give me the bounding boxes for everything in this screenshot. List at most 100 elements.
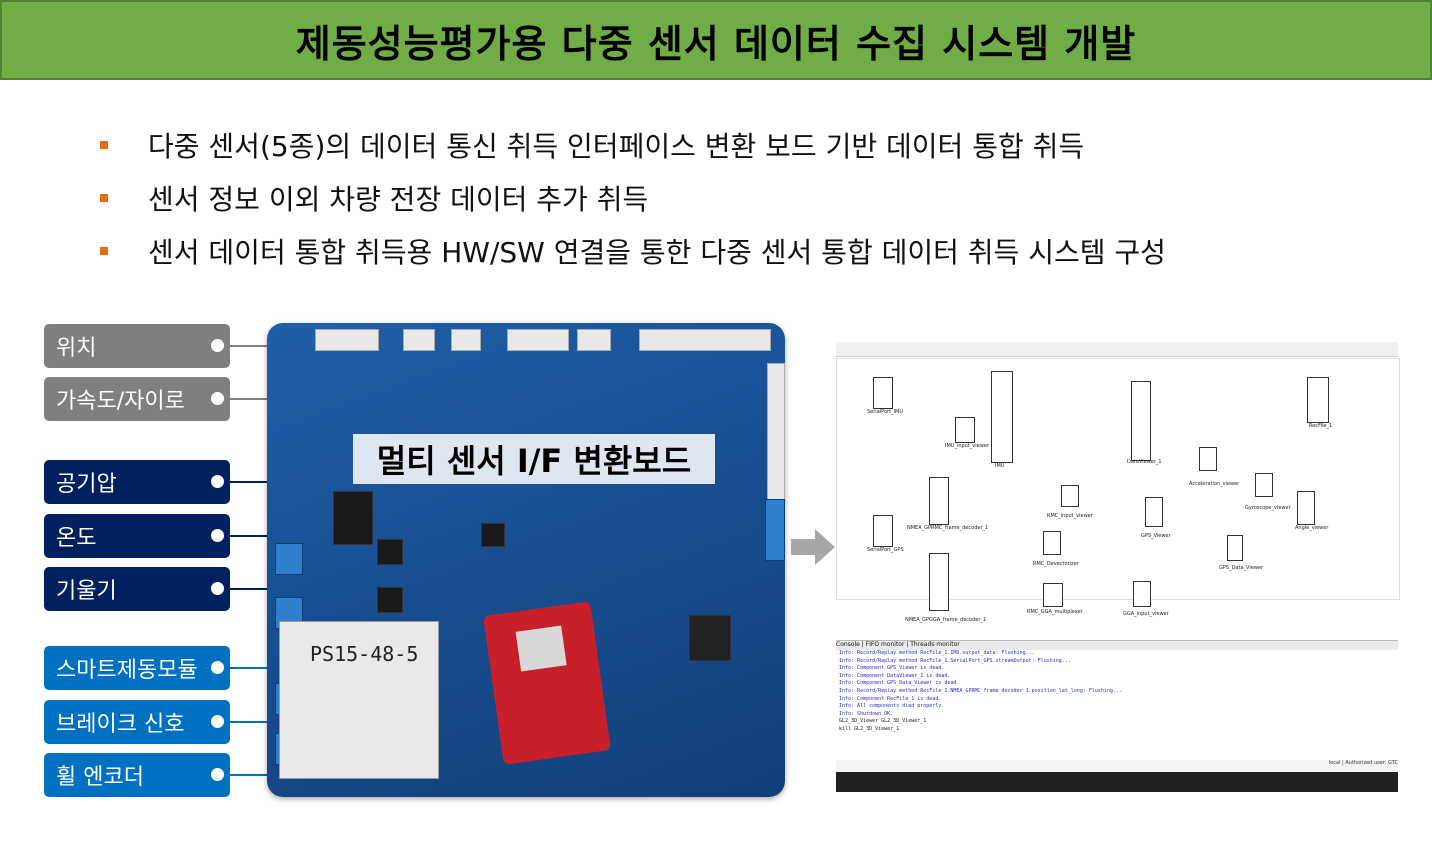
connector-line bbox=[230, 535, 270, 537]
block-gps-viewer[interactable] bbox=[1145, 497, 1163, 527]
page-title: 제동성능평가용 다중 센서 데이터 수집 시스템 개발 bbox=[295, 21, 1137, 66]
sensor-tag-tilt: 기울기 bbox=[44, 567, 230, 611]
console-tabs[interactable]: Console | FIFO monitor | Threads monitor bbox=[836, 640, 1398, 651]
sensor-tag-label: 가속도/자이로 bbox=[56, 389, 185, 414]
interface-board-photo: 멀티 센서 I/F 변환보드 PS15-48-5 bbox=[267, 323, 785, 797]
connector-dot-icon bbox=[211, 661, 224, 674]
sensor-tag-label: 위치 bbox=[56, 336, 97, 361]
block-diagram-canvas[interactable]: SerialPort_IMU IMU_input_viewer IMU Data… bbox=[836, 358, 1400, 623]
pin-header bbox=[403, 329, 435, 351]
connector-dot-icon bbox=[211, 582, 224, 595]
sensor-tag-label: 브레이크 신호 bbox=[56, 712, 185, 737]
connector-dot-icon bbox=[211, 768, 224, 781]
sensor-tag-accel-gyro: 가속도/자이로 bbox=[44, 377, 230, 421]
bullet-list: 다중 센서(5종)의 데이터 통신 취득 인터페이스 변환 보드 기반 데이터 … bbox=[100, 118, 1166, 277]
sensor-tag-temperature: 온도 bbox=[44, 514, 230, 558]
console-line: Info: Component GPS_Viewer is dead. bbox=[839, 665, 945, 672]
block-label: Acceleration_viewer bbox=[1189, 481, 1240, 487]
board-chip bbox=[333, 491, 373, 545]
block-label: RMC_GGA_multiplexer bbox=[1027, 609, 1083, 615]
status-bar: local | Authorized user: GTC bbox=[836, 760, 1398, 772]
connector-line bbox=[230, 667, 270, 669]
block-label: GPS_Data_Viewer bbox=[1219, 565, 1263, 571]
console-line: Info: Component RecFile_1 is dead. bbox=[839, 695, 942, 702]
taskbar[interactable] bbox=[836, 772, 1398, 792]
block-rmc-input-viewer[interactable] bbox=[1061, 485, 1079, 507]
block-recfile[interactable] bbox=[1307, 377, 1329, 423]
sensor-tag-label: 공기압 bbox=[56, 472, 117, 497]
terminal-block bbox=[275, 543, 303, 575]
pin-header bbox=[507, 329, 569, 351]
bullet-text: 센서 데이터 통합 취득용 HW/SW 연결을 통한 다중 센서 통합 데이터 … bbox=[148, 235, 1166, 269]
block-imu[interactable] bbox=[991, 371, 1013, 463]
arrow-right-icon bbox=[791, 529, 835, 565]
connector-line bbox=[230, 588, 270, 590]
board-chip bbox=[481, 523, 505, 547]
pin-header bbox=[639, 329, 771, 351]
gps-module bbox=[483, 601, 611, 765]
sensor-tag-air-pressure: 공기압 bbox=[44, 460, 230, 504]
bullet-square-icon bbox=[100, 193, 108, 202]
terminal-block bbox=[765, 499, 785, 561]
sensor-tag-brake-signal: 브레이크 신호 bbox=[44, 700, 230, 744]
console-line: Info: Shutdown OK. bbox=[839, 710, 894, 717]
pin-header bbox=[315, 329, 379, 351]
block-gga-input-viewer[interactable] bbox=[1133, 581, 1151, 607]
console-line: Info: Component GPS_Data_Viewer is dead. bbox=[839, 680, 960, 687]
bullet-text: 다중 센서(5종)의 데이터 통신 취득 인터페이스 변환 보드 기반 데이터 … bbox=[148, 129, 1085, 163]
bullet-square-icon bbox=[100, 246, 108, 255]
connector-dot-icon bbox=[211, 529, 224, 542]
block-gprmc-decoder[interactable] bbox=[929, 477, 949, 525]
list-item: 다중 센서(5종)의 데이터 통신 취득 인터페이스 변환 보드 기반 데이터 … bbox=[100, 118, 1166, 171]
block-gpgga-decoder[interactable] bbox=[929, 553, 949, 611]
connector-dot-icon bbox=[211, 392, 224, 405]
connector-line bbox=[230, 481, 270, 483]
sensor-tag-label: 온도 bbox=[56, 526, 97, 551]
block-serialport-imu[interactable] bbox=[873, 377, 893, 409]
console-line: kill GL2_3D_Viewer_1 bbox=[839, 725, 900, 732]
board-chip bbox=[377, 587, 403, 613]
toolbar[interactable] bbox=[836, 342, 1398, 357]
block-label: NMEA_GPGGA_frame_decoder_1 bbox=[905, 617, 987, 623]
sensor-tag-position: 위치 bbox=[44, 324, 230, 368]
pin-header bbox=[451, 329, 481, 351]
console-line: Info: Record/Replay method RecFile_1.NME… bbox=[839, 687, 1122, 694]
console-line: Info: Record/Replay method RecFile_1.Ser… bbox=[839, 657, 1071, 664]
block-label: GGA_input_viewer bbox=[1123, 611, 1169, 617]
block-gps-data-viewer[interactable] bbox=[1227, 535, 1243, 561]
sensor-tag-label: 스마트제동모듈 bbox=[56, 658, 198, 683]
sensor-tag-wheel-encoder: 휠 엔코더 bbox=[44, 753, 230, 797]
block-serialport-gps[interactable] bbox=[873, 515, 893, 547]
block-label: NMEA_GPRMC_frame_decoder_1 bbox=[907, 525, 989, 531]
block-gyroscope-viewer[interactable] bbox=[1255, 473, 1273, 497]
block-label: SerialPort_IMU bbox=[867, 409, 904, 415]
bullet-square-icon bbox=[100, 140, 108, 149]
block-rmc-devectorizer[interactable] bbox=[1043, 531, 1061, 555]
connector-dot-icon bbox=[211, 475, 224, 488]
title-bar: 제동성능평가용 다중 센서 데이터 수집 시스템 개발 bbox=[0, 0, 1432, 80]
board-chip bbox=[689, 615, 731, 661]
pin-header bbox=[767, 363, 785, 515]
sensor-tag-smart-brake-module: 스마트제동모듈 bbox=[44, 646, 230, 690]
block-label: RMC_input_viewer bbox=[1047, 513, 1093, 519]
sensor-tag-label: 기울기 bbox=[56, 579, 117, 604]
block-label: Angle_viewer bbox=[1295, 525, 1329, 531]
connector-line bbox=[230, 398, 270, 400]
block-label: SerialPort_GPS bbox=[867, 547, 904, 553]
block-data-viewer[interactable] bbox=[1131, 381, 1151, 461]
power-module-label: PS15-48-5 bbox=[310, 642, 419, 666]
gps-chip bbox=[515, 625, 567, 672]
list-item: 센서 정보 이외 차량 전장 데이터 추가 취득 bbox=[100, 171, 1166, 224]
block-label: RMC_Devectorizer bbox=[1033, 561, 1079, 567]
block-angle-viewer[interactable] bbox=[1297, 491, 1315, 525]
block-label: RecFile_1 bbox=[1309, 423, 1333, 429]
block-label: IMU bbox=[995, 463, 1005, 469]
bullet-text: 센서 정보 이외 차량 전장 데이터 추가 취득 bbox=[148, 182, 649, 216]
block-label: IMU_input_viewer bbox=[945, 443, 989, 449]
block-rmc-gga-multiplexer[interactable] bbox=[1043, 583, 1063, 607]
list-item: 센서 데이터 통합 취득용 HW/SW 연결을 통한 다중 센서 통합 데이터 … bbox=[100, 224, 1166, 277]
block-imu-input-viewer[interactable] bbox=[955, 417, 975, 443]
block-label: GPS_Viewer bbox=[1141, 533, 1171, 539]
block-acceleration-viewer[interactable] bbox=[1199, 447, 1217, 471]
block-label: Gyroscope_viewer bbox=[1245, 505, 1291, 511]
